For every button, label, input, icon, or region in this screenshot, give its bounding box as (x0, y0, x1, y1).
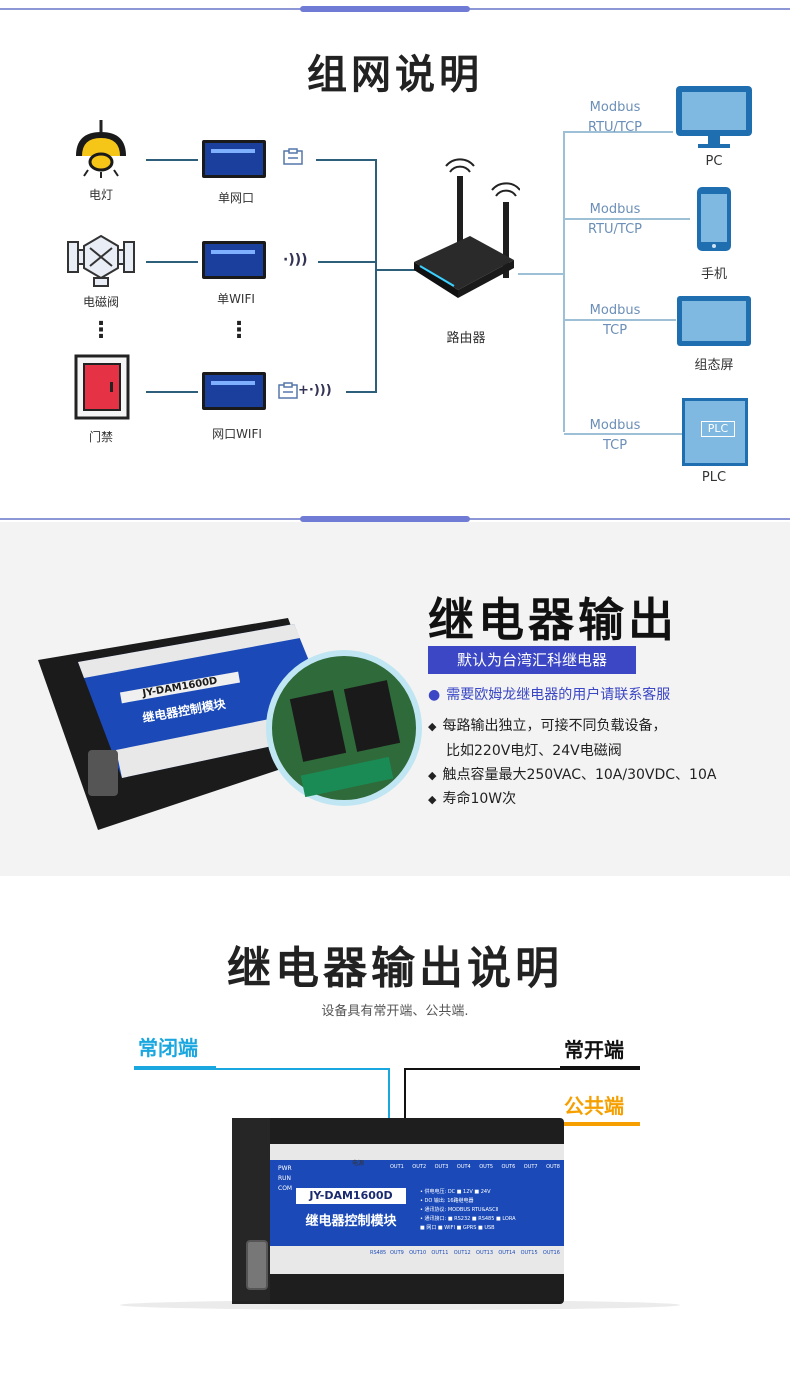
module-top-terminals (270, 1144, 564, 1162)
solenoid-valve-icon (66, 234, 136, 288)
valve-label: 电磁阀 (82, 295, 119, 309)
ethernet-icon (278, 382, 298, 400)
com-underline (560, 1122, 640, 1126)
module-shadow (120, 1300, 680, 1310)
indicator-com: COM (278, 1185, 293, 1192)
phone-label: 手机 (700, 267, 727, 282)
door-icon (74, 354, 130, 420)
bullet-capacity: ◆触点容量最大250VAC、10A/30VDC、10A (428, 767, 717, 783)
module-label-single-net: 单网口 (217, 191, 254, 205)
top-divider-knob (300, 6, 470, 12)
mid-divider-knob (300, 516, 470, 522)
link-line (564, 433, 684, 435)
no-underline (560, 1066, 640, 1070)
wifi-signal-icon: ·))) (283, 252, 308, 268)
pc-monitor-icon (674, 84, 754, 150)
module-spec-list: • 供电电压: DC ■ 12V ■ 24V • DO 输出: 16路继电器 •… (420, 1189, 516, 1231)
link-line (146, 391, 198, 393)
nc-leader (216, 1068, 390, 1070)
power-label: 电源 (352, 1160, 365, 1167)
hmi-screen-icon (676, 295, 752, 347)
hmi-label: 组态屏 (694, 358, 734, 373)
router-label: 路由器 (446, 331, 486, 346)
module-bottom-terminals (270, 1246, 564, 1274)
module-name-label: 继电器控制模块 (305, 1214, 397, 1229)
bullet-lifetime: ◆寿命10W次 (428, 791, 517, 807)
no-leader (404, 1068, 406, 1154)
label-normally-open: 常开端 (564, 1038, 624, 1062)
left-ellipsis: ⋮ (90, 318, 112, 343)
link-line (318, 261, 376, 263)
db9-connector-icon (246, 1240, 268, 1290)
phone-icon (696, 186, 732, 252)
indicator-labels: PWR RUN COM (278, 1164, 318, 1194)
pc-label: PC (705, 154, 723, 169)
default-relay-banner: 默认为台湾汇科继电器 (428, 646, 636, 674)
label-common: 公共端 (564, 1094, 624, 1118)
section3-title: 继电器输出说明 (227, 943, 563, 994)
plc-label: PLC (701, 470, 727, 485)
section1-title: 组网说明 (307, 52, 483, 98)
nc-leader (388, 1068, 390, 1154)
module-label-net-wifi: 网口WIFI (212, 427, 262, 441)
router-icon (410, 152, 521, 302)
wifi-signal-icon: +·))) (298, 383, 332, 398)
module-model-label: JY-DAM1600D (296, 1188, 406, 1204)
lamp-icon (70, 118, 132, 180)
customer-service-icon: ● (428, 687, 441, 703)
link-line (518, 273, 564, 275)
nc-underline (134, 1066, 216, 1070)
link-line (146, 159, 198, 161)
bullet-independent: ◆每路输出独立，可接不同负载设备， 比如220V电灯、24V电磁阀 (428, 718, 667, 759)
service-notice: ●需要欧姆龙继电器的用户请联系客服 (428, 687, 671, 703)
link-line (375, 159, 377, 393)
plc-screen-text: PLC (701, 421, 735, 437)
link-line (346, 391, 376, 393)
middle-ellipsis: ⋮ (228, 318, 250, 343)
ethernet-icon (283, 148, 303, 166)
lamp-label: 电灯 (88, 188, 113, 202)
relay-zoom-circle (266, 650, 422, 806)
link-line (146, 261, 198, 263)
relay-module-thumb (202, 372, 266, 410)
link-line (563, 131, 673, 133)
relay-module-thumb (202, 241, 266, 279)
indicator-pwr: PWR (278, 1165, 292, 1172)
no-leader (404, 1068, 562, 1070)
link-line (564, 218, 690, 220)
relay-module-photo: JY-DAM1600D 继电器控制模块 (38, 600, 358, 830)
link-line (316, 159, 376, 161)
link-line (563, 132, 565, 432)
module-label-single-wifi: 单WIFI (217, 292, 255, 306)
label-normally-closed: 常闭端 (138, 1036, 198, 1060)
indicator-run: RUN (278, 1175, 292, 1182)
relay-module-thumb (202, 140, 266, 178)
rs485-label: RS485 (370, 1250, 387, 1256)
link-line (564, 319, 676, 321)
section2-title: 继电器输出 (428, 593, 678, 647)
link-line (376, 269, 416, 271)
plc-icon: PLC (682, 398, 748, 466)
section3-subtitle: 设备具有常开端、公共端. (321, 1004, 469, 1019)
door-label: 门禁 (88, 430, 113, 444)
